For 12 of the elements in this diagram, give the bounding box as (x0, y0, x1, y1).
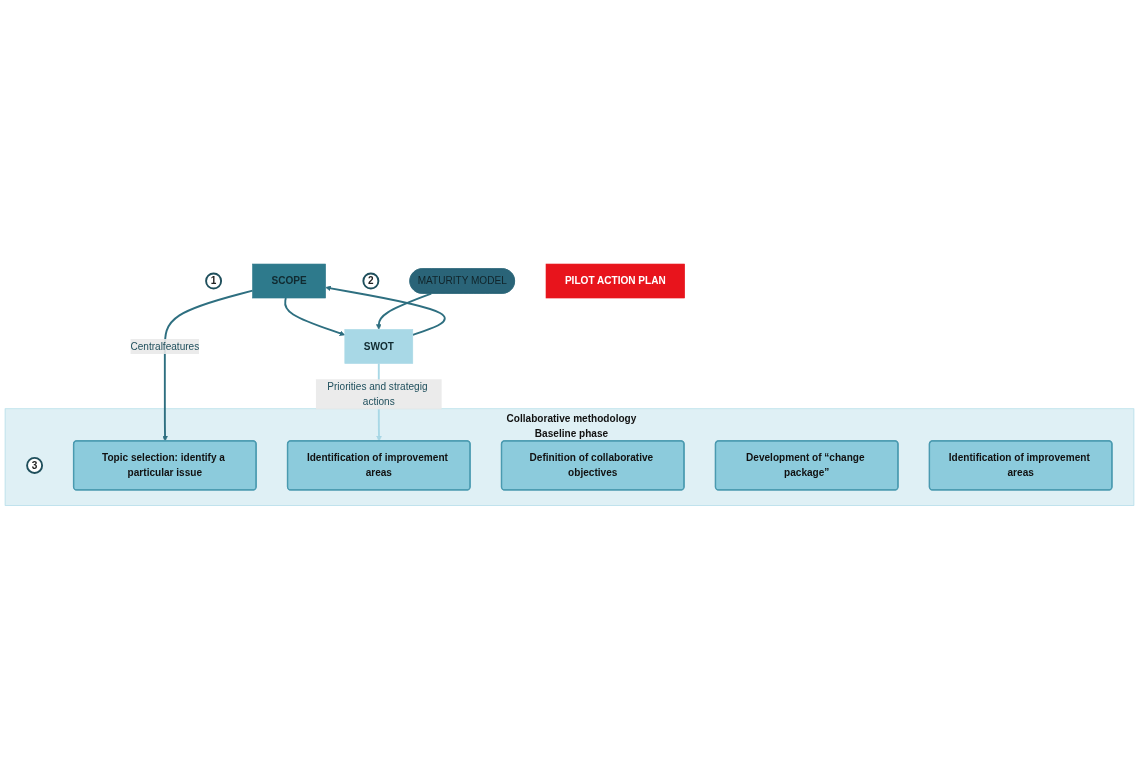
node-circle: 3 (26, 457, 44, 474)
arrow (325, 285, 446, 336)
node-circle: 2 (362, 272, 380, 290)
node-box: SCOPE (252, 263, 326, 299)
edge-label: Centralfeatures (130, 340, 200, 352)
node-circle: 1 (205, 272, 223, 290)
arrow (284, 297, 346, 337)
edge-label: Priorities and strategig actions (327, 381, 428, 408)
arrow (376, 292, 433, 330)
node-box: PILOT ACTION PLAN (545, 263, 685, 299)
arrow (162, 289, 254, 442)
node-box: SWOT (344, 329, 414, 364)
